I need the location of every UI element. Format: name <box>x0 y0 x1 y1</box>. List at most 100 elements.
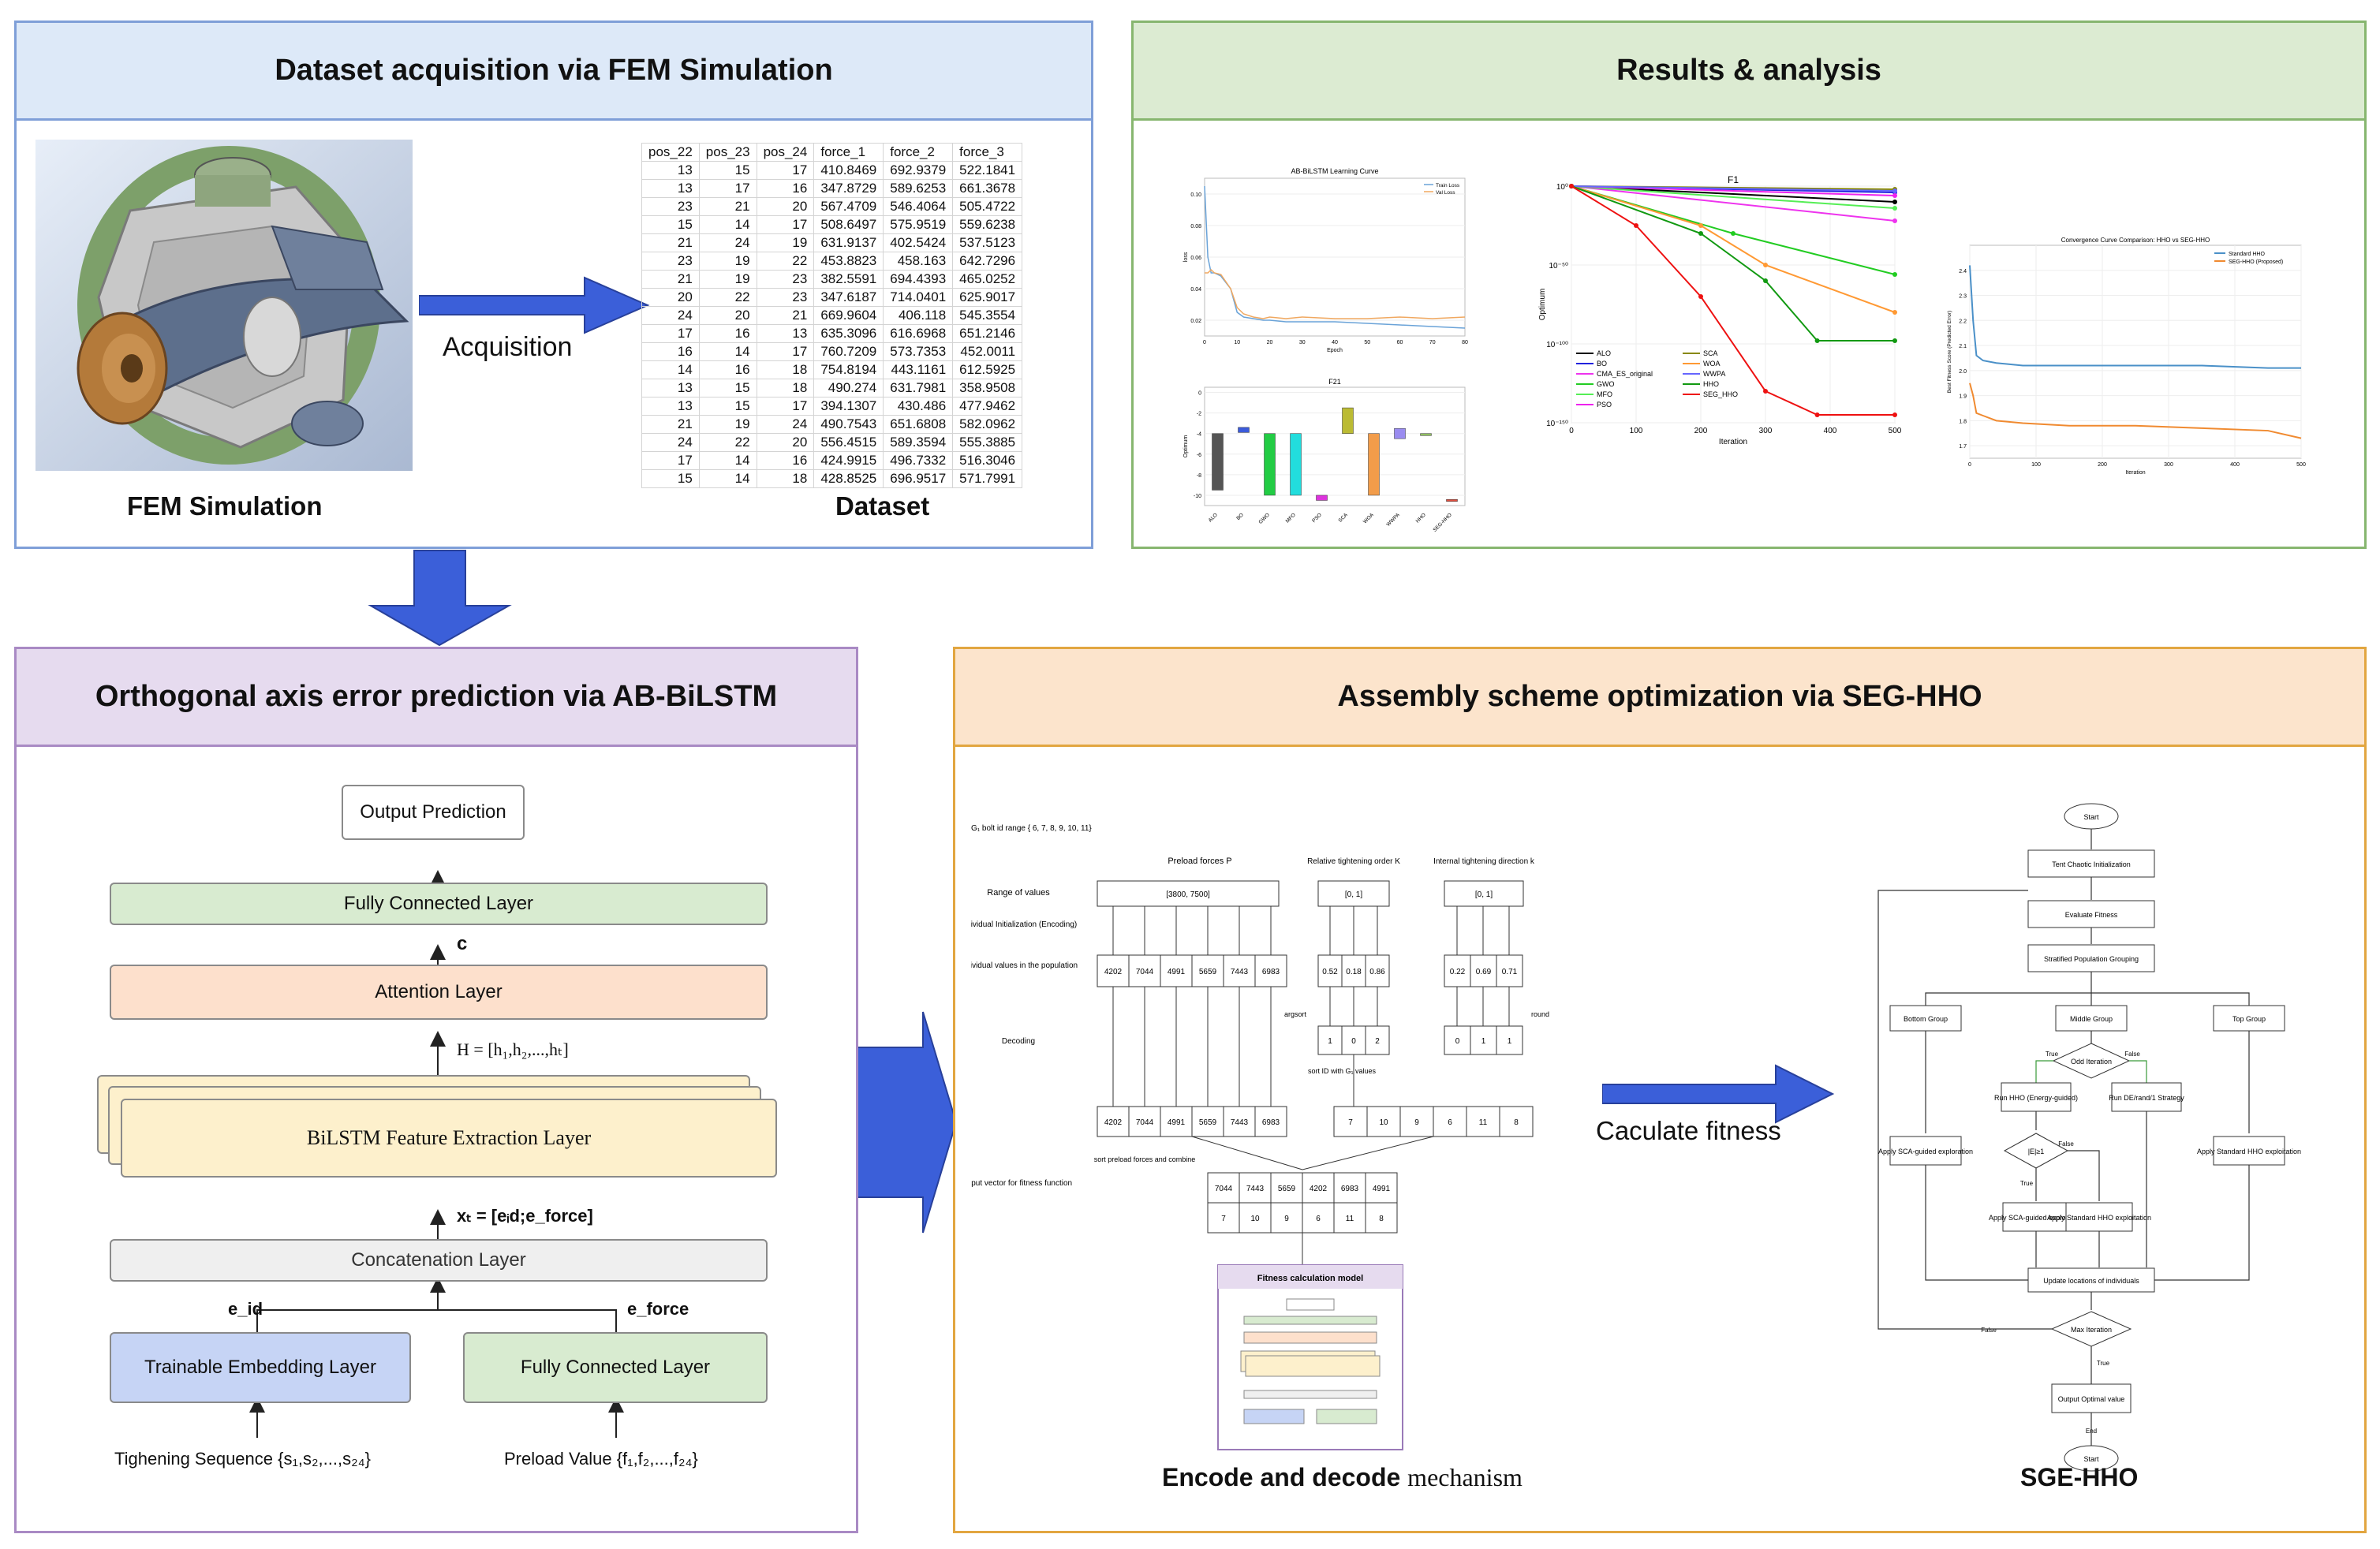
range-cell <box>1317 880 1390 907</box>
table-cell: 14 <box>698 342 757 361</box>
value-cell <box>1160 954 1193 987</box>
apply-std-box <box>2213 1136 2285 1166</box>
cell-text: 1 <box>1508 1037 1512 1046</box>
table-cell: 490.274 <box>813 379 884 398</box>
table-cell: 760.7209 <box>813 342 884 361</box>
cell-text: 7044 <box>1215 1185 1233 1193</box>
x-tick-label: 30 <box>1299 340 1306 345</box>
down-arrow <box>368 550 512 647</box>
table-cell: 490.7543 <box>813 415 884 434</box>
cell-text: 4991 <box>1168 1118 1186 1127</box>
table-cell: 428.8525 <box>813 469 884 488</box>
fully-connected-layer-top: Fully Connected Layer <box>110 883 768 925</box>
preload-value-input: Preload Value {f₁,f₂,...,f₂₄} <box>504 1449 698 1469</box>
cell-text: 4991 <box>1168 968 1186 976</box>
flow-line <box>2068 1150 2100 1201</box>
legend-label: GWO <box>1597 380 1615 388</box>
panel-title: Results & analysis <box>1134 23 2364 121</box>
x-tick-label: 100 <box>1630 427 1643 435</box>
legend-label: CMA_ES_original <box>1597 370 1653 378</box>
value-cell <box>1496 1025 1523 1055</box>
series-point <box>1814 338 1820 343</box>
eid-label: e_id <box>228 1299 263 1319</box>
table-cell: 14 <box>641 360 700 379</box>
table-cell: 582.0962 <box>952 415 1023 434</box>
flow-box-label: Stratified Population Grouping <box>2044 955 2139 963</box>
x-tick-label: 500 <box>2296 462 2306 468</box>
table-cell: 18 <box>756 469 815 488</box>
table-cell: 17 <box>756 397 815 416</box>
branch-label: True <box>2046 1051 2059 1058</box>
chart-title: Convergence Curve Comparison: HHO vs SEG… <box>2061 237 2210 244</box>
encode-decode-diagram: G₁ bolt id range { 6, 7, 8, 9, 10, 11}Pr… <box>971 824 1549 1264</box>
init-box <box>2027 849 2155 878</box>
attention-layer: Attention Layer <box>110 965 768 1020</box>
flow-box-label: Middle Group <box>2070 1015 2113 1023</box>
encode-decode-label: Encode and decode mechanism <box>1162 1463 1523 1492</box>
evaluate-box <box>2027 900 2155 928</box>
table-cell: 616.6968 <box>883 324 954 343</box>
fem-model-image <box>35 140 413 471</box>
series-point <box>1698 294 1703 299</box>
value-cell <box>1496 954 1523 987</box>
series-point <box>1892 206 1897 211</box>
calculate-fitness-label: Caculate fitness <box>1596 1116 1781 1145</box>
panel-title: Assembly scheme optimization via SEG-HHO <box>955 649 2364 747</box>
decoded-cell <box>1499 1106 1534 1137</box>
cell-text: 6 <box>1316 1215 1321 1223</box>
output-box <box>2051 1383 2132 1413</box>
acquisition-arrow <box>419 276 650 334</box>
table-cell: 410.8469 <box>813 161 884 180</box>
series-point <box>1731 231 1735 236</box>
box-mark <box>1446 498 1458 502</box>
combine-label: sort preload forces and combine <box>1094 1155 1196 1163</box>
x-tick-label: GWO <box>1257 512 1270 524</box>
y-axis-label: Optimum <box>1538 289 1547 321</box>
col-header: Preload forces P <box>1168 857 1231 866</box>
row-label: Decoding <box>1002 1037 1035 1046</box>
cell-text: [0, 1] <box>1475 890 1493 899</box>
x-tick-label: ALO <box>1208 512 1219 523</box>
x-tick-label: 500 <box>1889 427 1902 435</box>
x-tick-label: 20 <box>1267 340 1273 345</box>
final-cell <box>1302 1202 1335 1234</box>
y-tick-label: 0 <box>1198 391 1201 397</box>
table-cell: 14 <box>698 215 757 234</box>
cell-text: 0.71 <box>1502 968 1518 976</box>
table-cell: 19 <box>756 233 815 252</box>
x-tick-label: 70 <box>1429 340 1436 345</box>
table-cell: 14 <box>698 451 757 470</box>
table-cell: 651.6808 <box>883 415 954 434</box>
table-cell: 522.1841 <box>952 161 1023 180</box>
y-tick-label: 1.8 <box>1959 419 1967 424</box>
chart-title: F1 <box>1728 174 1739 185</box>
table-cell: 651.2146 <box>952 324 1023 343</box>
x-tick-label: 0 <box>1203 340 1206 345</box>
y-tick-label: 10⁰ <box>1556 183 1568 192</box>
table-cell: 496.7332 <box>883 451 954 470</box>
y-axis-label: Best Fitness Score (Predicted Error) <box>1947 311 1952 393</box>
legend-label: SEG_HHO <box>1703 390 1738 398</box>
cell-text: 9 <box>1414 1118 1419 1127</box>
flow-decision-label: |E|≥1 <box>2028 1148 2045 1155</box>
start-label: Start <box>2083 813 2099 821</box>
decoded-cell <box>1333 1106 1368 1137</box>
y-tick-label: 2.2 <box>1959 319 1967 324</box>
row-label: Range of values <box>987 888 1050 898</box>
table-cell: 394.1307 <box>813 397 884 416</box>
series-point <box>1763 278 1768 283</box>
series-point <box>1698 223 1703 228</box>
series-line <box>1969 265 2301 369</box>
table-cell: 382.5591 <box>813 270 884 289</box>
value-cell <box>1254 954 1287 987</box>
y-tick-label: 2.4 <box>1959 269 1967 274</box>
table-cell: 15 <box>641 469 700 488</box>
cell-text: 0.22 <box>1450 968 1466 976</box>
series-line <box>1571 185 1896 209</box>
table-cell: 13 <box>641 397 700 416</box>
